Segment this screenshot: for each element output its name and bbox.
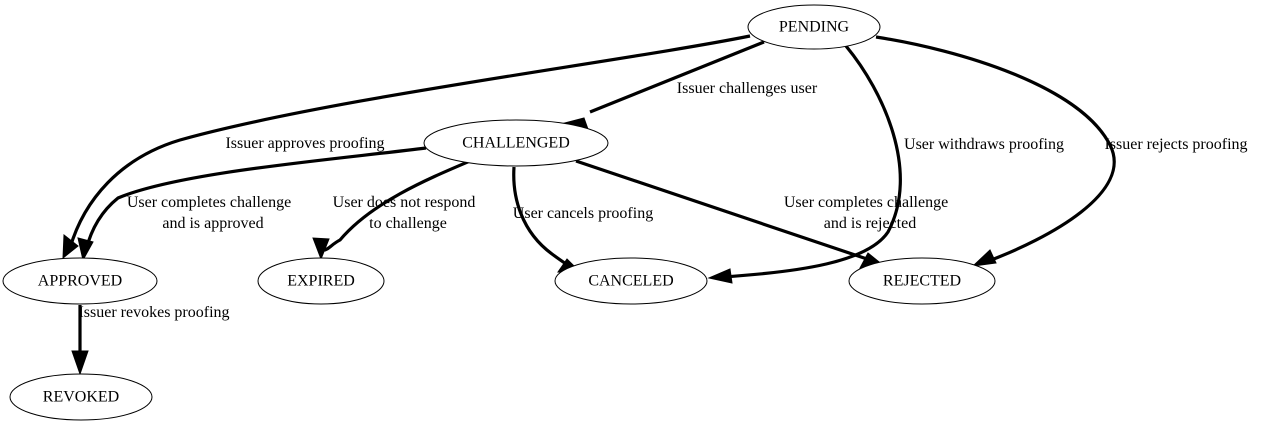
- edge-label-challenged-approved: User completes challenge and is approved: [127, 194, 327, 232]
- edge-label-line: to challenge: [369, 215, 447, 232]
- node-revoked-ellipse: [9, 373, 153, 421]
- node-challenged[interactable]: CHALLENGED: [423, 119, 609, 167]
- edge-challenged-approved-path: [84, 146, 427, 251]
- node-expired-label: EXPIRED: [287, 273, 355, 290]
- node-revoked[interactable]: REVOKED: [9, 373, 153, 421]
- edge-label-line: Issuer rejects proofing: [1104, 136, 1247, 153]
- edge-challenged-rejected-path: [575, 159, 871, 262]
- edge-challenged-expired-path: [323, 159, 471, 252]
- node-approved-label: APPROVED: [38, 273, 122, 290]
- edge-label-line: User completes challenge: [127, 194, 291, 211]
- edge-label-line: and is rejected: [824, 215, 916, 232]
- node-expired[interactable]: EXPIRED: [257, 257, 385, 305]
- edge-labels-layer: Issuer approves proofing Issuer challeng…: [78, 80, 1275, 321]
- edge-challenged-approved-arrowhead: [77, 237, 94, 262]
- node-approved[interactable]: APPROVED: [2, 257, 158, 305]
- edge-label-line: Issuer revokes proofing: [78, 304, 229, 321]
- edge-label-line: Issuer challenges user: [677, 80, 818, 97]
- node-canceled-label: CANCELED: [588, 273, 673, 290]
- edge-pending-challenged-path: [589, 40, 765, 114]
- nodes-layer: PENDING CHALLENGED APPROVED EXPIRED CANC…: [2, 4, 996, 421]
- node-approved-ellipse: [2, 257, 158, 305]
- node-canceled-ellipse: [554, 257, 708, 305]
- edge-label-challenged-rejected: User completes challenge and is rejected: [784, 194, 984, 232]
- edge-label-challenged-expired: User does not respond to challenge: [333, 194, 512, 232]
- edges-layer: [62, 34, 1116, 376]
- edge-challenged-approved[interactable]: [77, 146, 427, 262]
- edge-pending-approved-arrowhead: [62, 234, 79, 260]
- edge-label-line: User withdraws proofing: [904, 136, 1064, 153]
- node-pending[interactable]: PENDING: [747, 4, 881, 50]
- edge-label-pending-challenged: Issuer challenges user: [677, 80, 845, 97]
- edge-label-approved-revoked: Issuer revokes proofing: [78, 304, 257, 321]
- edge-pending-approved[interactable]: [62, 34, 751, 260]
- edge-approved-revoked-arrowhead: [71, 350, 89, 376]
- edge-label-pending-rejected: Issuer rejects proofing: [1104, 136, 1275, 153]
- edge-label-line: Issuer approves proofing: [225, 135, 384, 152]
- edge-pending-rejected-arrowhead: [971, 249, 997, 267]
- node-rejected-ellipse: [848, 257, 996, 305]
- node-challenged-label: CHALLENGED: [462, 135, 570, 152]
- edge-label-line: and is approved: [162, 215, 263, 232]
- node-revoked-label: REVOKED: [43, 389, 119, 406]
- edge-pending-rejected[interactable]: [875, 35, 1116, 267]
- edge-pending-canceled[interactable]: [707, 44, 902, 284]
- edge-pending-approved-path: [68, 34, 751, 249]
- edge-label-pending-canceled: User withdraws proofing: [904, 136, 1092, 153]
- node-challenged-ellipse: [423, 119, 609, 167]
- edge-pending-canceled-path: [721, 44, 902, 279]
- edge-label-line: User does not respond: [333, 194, 476, 211]
- node-expired-ellipse: [257, 257, 385, 305]
- edge-label-line: User cancels proofing: [513, 205, 653, 222]
- edge-pending-rejected-path: [875, 35, 1116, 264]
- edge-challenged-expired-arrowhead: [312, 237, 330, 261]
- edge-label-line: User completes challenge: [784, 194, 948, 211]
- node-pending-ellipse: [747, 4, 881, 50]
- edge-challenged-expired[interactable]: [312, 159, 471, 261]
- node-canceled[interactable]: CANCELED: [554, 257, 708, 305]
- node-rejected-label: REJECTED: [883, 273, 961, 290]
- edge-label-pending-approved: Issuer approves proofing: [225, 135, 412, 152]
- edge-label-challenged-canceled: User cancels proofing: [513, 205, 681, 222]
- edge-pending-canceled-arrowhead: [707, 268, 733, 284]
- edge-approved-revoked[interactable]: [71, 305, 89, 376]
- node-rejected[interactable]: REJECTED: [848, 257, 996, 305]
- node-pending-label: PENDING: [779, 19, 850, 36]
